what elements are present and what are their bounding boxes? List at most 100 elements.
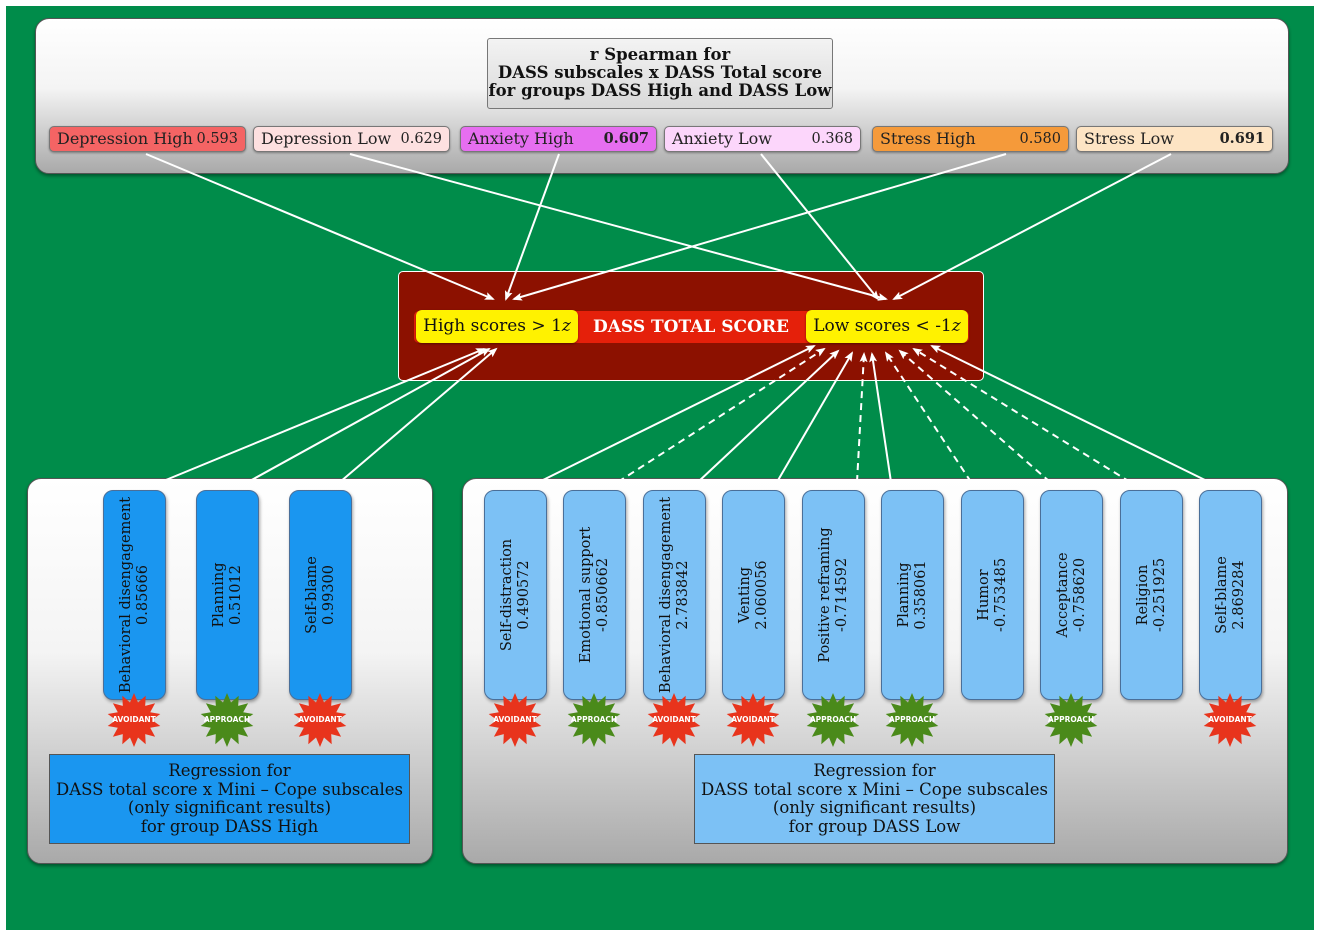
subscale-value: 0.629	[400, 131, 442, 147]
badge-label: AVOIDANT	[493, 715, 537, 724]
coping-arrow	[160, 348, 486, 483]
regression-high-box: Regression for DASS total score x Mini –…	[49, 754, 410, 844]
coping-arrow	[697, 349, 840, 483]
starburst-icon	[488, 693, 542, 747]
subscale-arrow	[760, 153, 880, 301]
z-symbol: z	[561, 316, 571, 336]
regression-line: Regression for	[168, 761, 291, 780]
starburst-icon	[1203, 693, 1257, 747]
coping-column: Positive reframing-0.714592	[802, 490, 865, 700]
coping-arrow	[912, 347, 1131, 483]
subscale-name: Stress High	[880, 129, 976, 148]
subscale-arrow	[349, 153, 888, 301]
connector-arrows	[145, 153, 1210, 483]
subscale-value: 0.607	[603, 130, 649, 147]
avoidant-badge: AVOIDANT	[1202, 692, 1258, 748]
badge-label: APPROACH	[570, 715, 618, 724]
badge-label: APPROACH	[888, 715, 936, 724]
subscale-arrow	[512, 153, 1007, 301]
z-symbol: z	[951, 316, 961, 336]
low-scores-text: Low scores < -1	[813, 316, 952, 336]
subscale-value: 0.593	[196, 131, 238, 147]
avoidant-badge: AVOIDANT	[292, 692, 348, 748]
regression-line: for group DASS Low	[788, 816, 961, 836]
approach-badge: APPROACH	[884, 692, 940, 748]
badge-label: AVOIDANT	[652, 715, 696, 724]
coping-arrow	[884, 351, 972, 483]
starburst-icon	[726, 693, 780, 747]
coping-column: Emotional support-0.850662	[563, 490, 626, 700]
starburst-icon	[806, 693, 860, 747]
regression-line: (only significant results)	[772, 798, 977, 817]
coping-arrow	[339, 347, 498, 483]
subscale-pill: Stress High 0.580	[872, 126, 1069, 152]
avoidant-badge: AVOIDANT	[646, 692, 702, 748]
coping-arrow	[538, 345, 816, 483]
coping-arrow	[617, 347, 826, 483]
high-scores-text: High scores > 1	[423, 316, 562, 336]
subscale-pill: Anxiety High 0.607	[460, 126, 657, 152]
badge-label: AVOIDANT	[731, 715, 775, 724]
subscale-arrow	[145, 153, 495, 300]
coping-arrow	[869, 352, 892, 483]
starburst-icon	[647, 693, 701, 747]
badge-label: APPROACH	[1047, 715, 1095, 724]
coping-arrow	[776, 351, 854, 483]
regression-line: DASS total score x Mini – Cope subscales	[55, 779, 403, 799]
subscale-name: Anxiety Low	[672, 129, 772, 148]
subscale-name: Depression High	[57, 129, 193, 148]
coping-arrow	[898, 349, 1051, 483]
avoidant-badge: AVOIDANT	[487, 692, 543, 748]
starburst-icon	[200, 693, 254, 747]
subscale-value: 0.691	[1219, 130, 1265, 147]
dass-total-label: DASS TOTAL SCORE	[593, 317, 789, 337]
approach-badge: APPROACH	[805, 692, 861, 748]
coping-arrow	[247, 348, 491, 483]
title-line: for groups DASS High and DASS Low	[488, 81, 832, 100]
badge-label: APPROACH	[203, 715, 251, 724]
low-scores-label: Low scores < -1z	[806, 310, 968, 343]
subscale-value: 0.368	[811, 131, 853, 147]
spearman-title: r Spearman for DASS subscales x DASS Tot…	[487, 38, 833, 109]
avoidant-badge: AVOIDANT	[725, 692, 781, 748]
avoidant-badge: AVOIDANT	[106, 692, 162, 748]
starburst-icon	[885, 693, 939, 747]
subscale-arrow	[892, 153, 1172, 300]
approach-badge: APPROACH	[1043, 692, 1099, 748]
title-line: r Spearman for	[589, 45, 731, 64]
regression-low-box: Regression for DASS total score x Mini –…	[694, 754, 1055, 844]
badge-label: AVOIDANT	[112, 715, 156, 724]
subscale-name: Anxiety High	[468, 129, 574, 148]
regression-line: DASS total score x Mini – Cope subscales	[700, 779, 1048, 799]
subscale-arrow	[504, 153, 560, 301]
badge-label: AVOIDANT	[1208, 715, 1252, 724]
starburst-icon	[1044, 693, 1098, 747]
approach-badge: APPROACH	[566, 692, 622, 748]
high-scores-label: High scores > 1z	[416, 310, 578, 343]
regression-line: (only significant results)	[127, 798, 332, 817]
regression-line: Regression for	[813, 761, 936, 780]
subscale-value: 0.580	[1019, 131, 1061, 147]
coping-column: Acceptance-0.758620	[1040, 490, 1103, 700]
coping-column: Humor-0.753485	[961, 490, 1024, 700]
subscale-pill: Anxiety Low 0.368	[664, 126, 861, 152]
coping-column: Religion-0.251925	[1120, 490, 1183, 700]
regression-line: for group DASS High	[140, 816, 319, 836]
starburst-icon	[567, 693, 621, 747]
badge-label: AVOIDANT	[298, 715, 342, 724]
starburst-icon	[107, 693, 161, 747]
coping-arrow	[856, 352, 868, 483]
title-line: DASS subscales x DASS Total score	[497, 63, 823, 82]
diagram-canvas: r Spearman for DASS subscales x DASS Tot…	[6, 6, 1314, 930]
subscale-pill: Depression Low 0.629	[253, 126, 450, 152]
subscale-name: Depression Low	[261, 129, 392, 148]
starburst-icon	[293, 693, 347, 747]
